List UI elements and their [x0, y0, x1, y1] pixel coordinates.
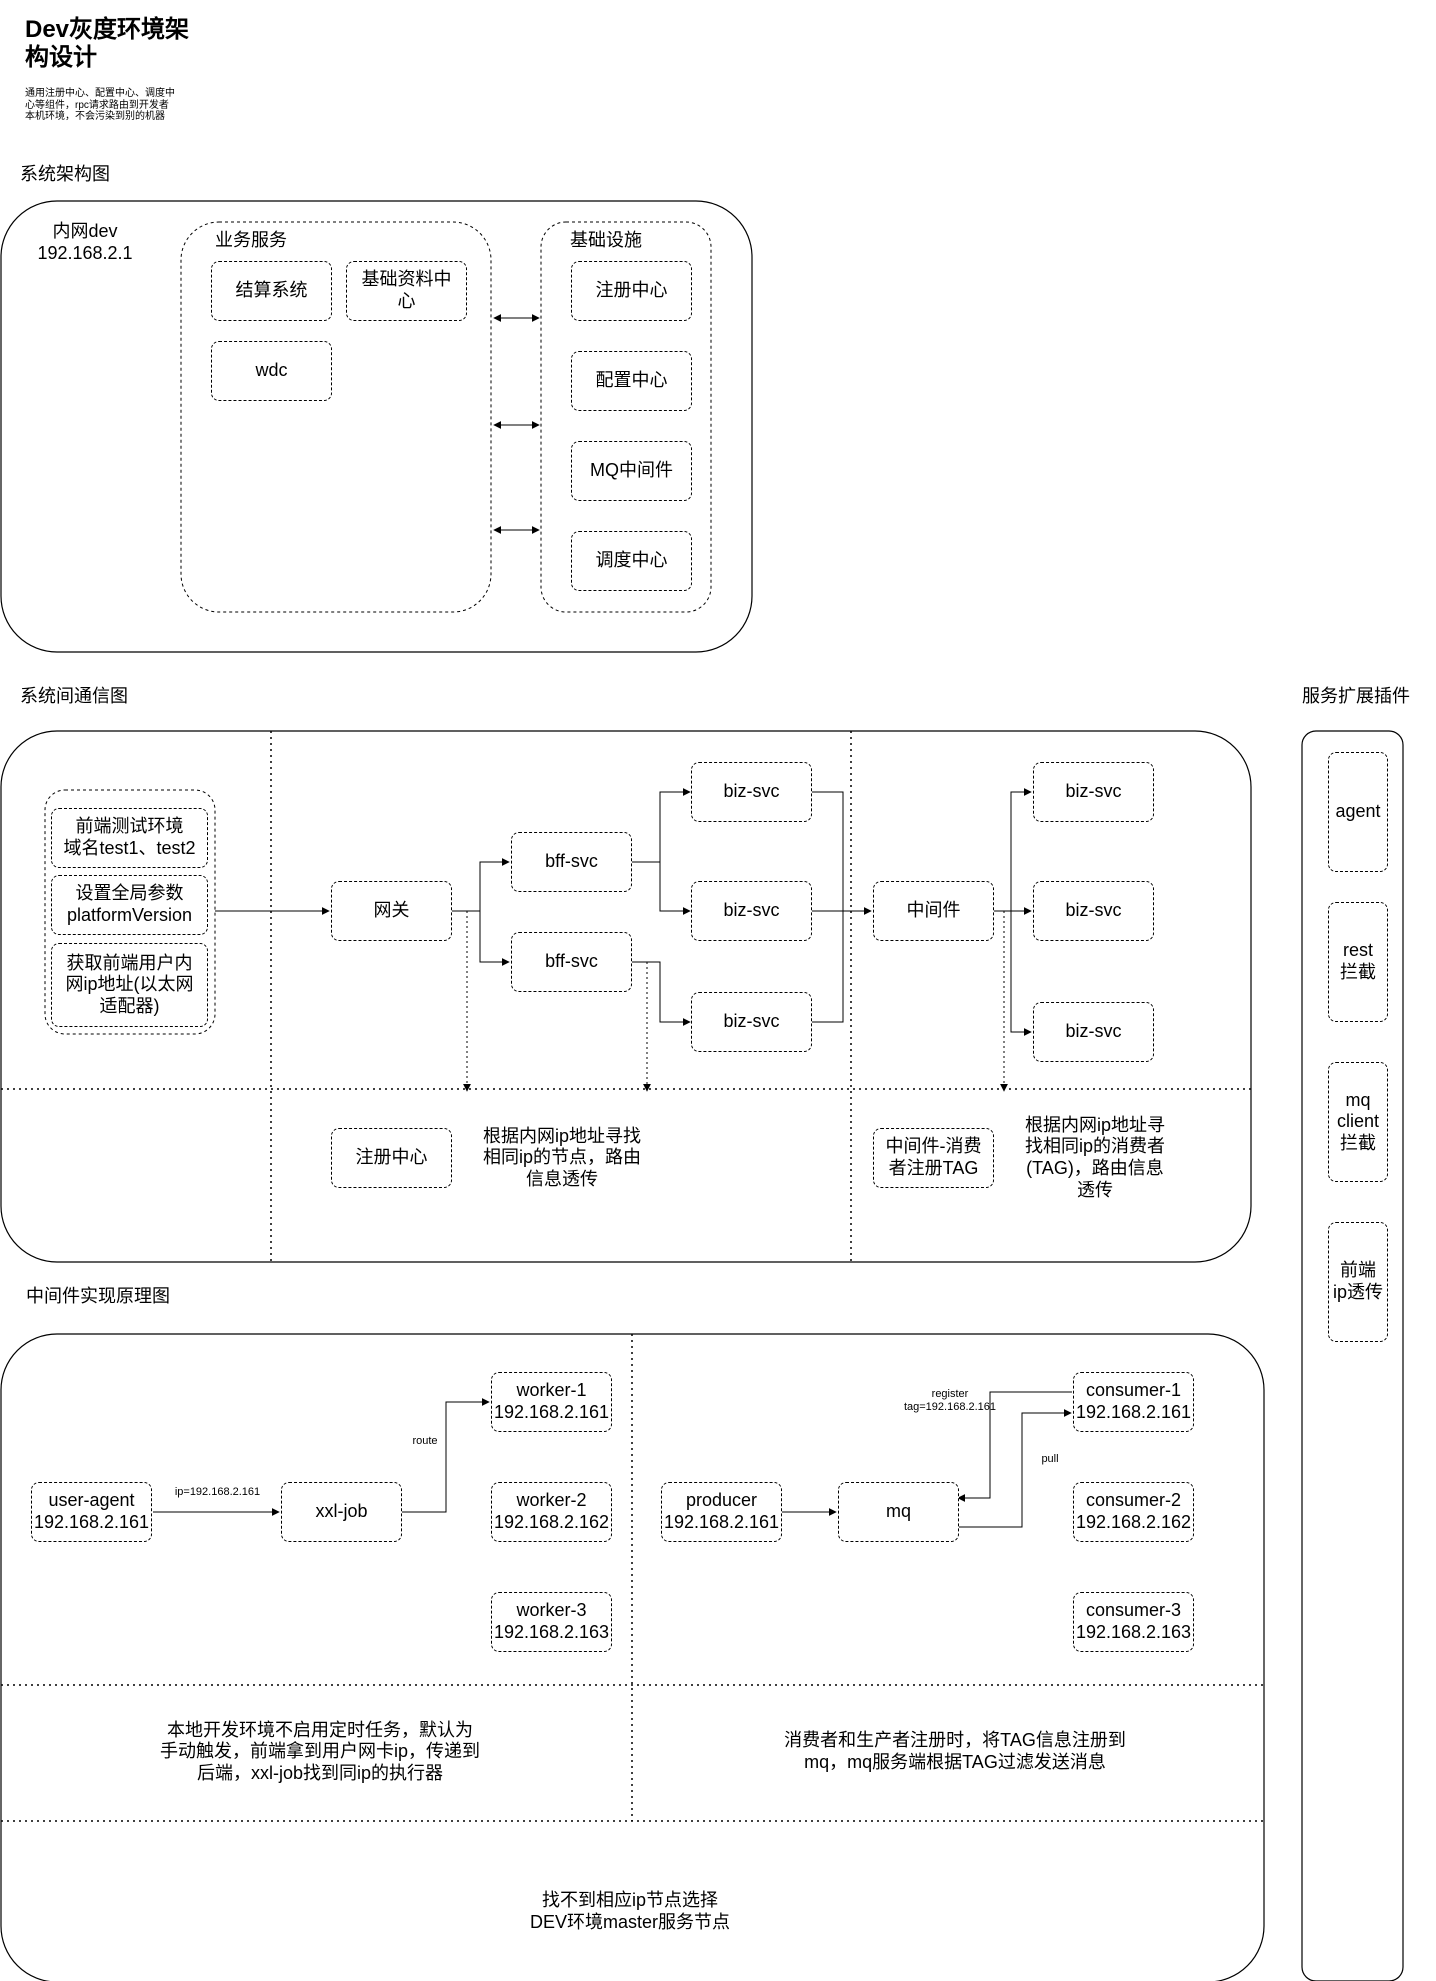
biz1-return-line: [811, 791, 844, 911]
page-title: Dev灰度环境架 构设计: [25, 16, 190, 71]
consumer1-register-arrow: [957, 1391, 1072, 1502]
plugin-mq-client-intercept: mq client 拦截: [1328, 1062, 1388, 1182]
biz3-return-line: [811, 911, 844, 1023]
route-label: route: [412, 1435, 438, 1448]
mq-node: mq: [838, 1482, 959, 1542]
page-subtitle: 通用注册中心、配置中心、调度中 心等组件，rpc请求路由到开发者 本机环境，不会…: [25, 88, 175, 122]
middleware-to-bizC-arrow: [1010, 911, 1032, 1036]
register-label: register tag=192.168.2.161: [903, 1387, 997, 1413]
user-agent-node: user-agent 192.168.2.161: [31, 1482, 152, 1542]
bff-node-2: bff-svc: [511, 932, 632, 992]
bff2-to-biz3-arrow: [630, 961, 691, 1026]
fallback-note: 找不到相应ip节点选择 DEV环境master服务节点: [529, 1890, 731, 1932]
mq-note: 消费者和生产者注册时，将TAG信息注册到 mq，mq服务端根据TAG过滤发送消息: [784, 1730, 1126, 1772]
infra-group-container: [540, 221, 712, 613]
xxl-job-node: xxl-job: [281, 1482, 402, 1542]
section-title-plugin: 服务扩展插件: [1302, 686, 1410, 706]
infra-node-registry: 注册中心: [571, 261, 692, 321]
infra-group-label: 基础设施: [570, 230, 642, 251]
plugin-container: [1301, 730, 1404, 1981]
bff1-to-biz2-arrow: [630, 861, 691, 915]
frontend-node-ip: 获取前端用户内 网ip地址(以太网 适配器): [51, 943, 208, 1027]
infra-node-mq: MQ中间件: [571, 441, 692, 501]
network-label: 内网dev 192.168.2.1: [37, 221, 133, 263]
ip-label: ip=192.168.2.161: [174, 1486, 261, 1499]
bff-node-1: bff-svc: [511, 832, 632, 892]
gateway-to-bff1-arrow: [450, 858, 510, 912]
consumer-node-1: consumer-1 192.168.2.161: [1073, 1372, 1194, 1432]
worker-node-2: worker-2 192.168.2.162: [491, 1482, 612, 1542]
biz-group-container: [180, 221, 492, 613]
plugin-frontend-ip: 前端 ip透传: [1328, 1222, 1388, 1342]
middleware-node: 中间件: [873, 881, 994, 941]
mw-note: 根据内网ip地址寻 找相同ip的消费者 (TAG)，路由信息 透传: [1024, 1114, 1165, 1200]
xxl-job-note: 本地开发环境不启用定时任务，默认为 手动触发，前端拿到用户网卡ip，传递到 后端…: [159, 1719, 480, 1783]
pull-label: pull: [1041, 1453, 1059, 1466]
arch-outer-container: [0, 200, 753, 653]
gateway-to-bff2-arrow: [450, 910, 510, 966]
comm-outer-container: [0, 730, 1252, 1263]
biz-svc-node-3: biz-svc: [691, 992, 812, 1052]
frontend-node-domain: 前端测试环境 域名test1、test2: [51, 808, 208, 868]
section-title-mw: 中间件实现原理图: [26, 1286, 170, 1306]
biz-node-masterdata: 基础资料中 心: [346, 261, 467, 321]
plugin-rest-intercept: rest 拦截: [1328, 902, 1388, 1022]
frontend-node-platform: 设置全局参数 platformVersion: [51, 875, 208, 935]
biz-group-label: 业务服务: [215, 230, 287, 251]
middleware-to-bizA-arrow: [991, 788, 1032, 912]
mw-biz-svc-node-2: biz-svc: [1033, 881, 1154, 941]
biz-node-settlement: 结算系统: [211, 261, 332, 321]
infra-node-scheduler: 调度中心: [571, 531, 692, 591]
registry-note: 根据内网ip地址寻找 相同ip的节点，路由 信息透传: [482, 1125, 641, 1189]
bff1-to-biz1-arrow: [630, 788, 691, 863]
biz-svc-node-2: biz-svc: [691, 881, 812, 941]
mq-pull-arrow: [958, 1409, 1072, 1528]
mw-biz-svc-node-1: biz-svc: [1033, 762, 1154, 822]
section-title-arch: 系统架构图: [20, 164, 110, 184]
producer-node: producer 192.168.2.161: [661, 1482, 782, 1542]
section-title-comm: 系统间通信图: [20, 686, 128, 706]
worker-node-3: worker-3 192.168.2.163: [491, 1592, 612, 1652]
mw-consumer-reg-node: 中间件-消费 者注册TAG: [873, 1128, 994, 1188]
consumer-node-2: consumer-2 192.168.2.162: [1073, 1482, 1194, 1542]
infra-node-config: 配置中心: [571, 351, 692, 411]
mw-biz-svc-node-3: biz-svc: [1033, 1002, 1154, 1062]
biz-node-wdc: wdc: [211, 341, 332, 401]
registry-node: 注册中心: [331, 1128, 452, 1188]
gateway-node: 网关: [331, 881, 452, 941]
xxljob-to-worker1-arrow: [402, 1398, 490, 1513]
consumer-node-3: consumer-3 192.168.2.163: [1073, 1592, 1194, 1652]
worker-node-1: worker-1 192.168.2.161: [491, 1372, 612, 1432]
plugin-agent: agent: [1328, 752, 1388, 872]
biz-svc-node-1: biz-svc: [691, 762, 812, 822]
